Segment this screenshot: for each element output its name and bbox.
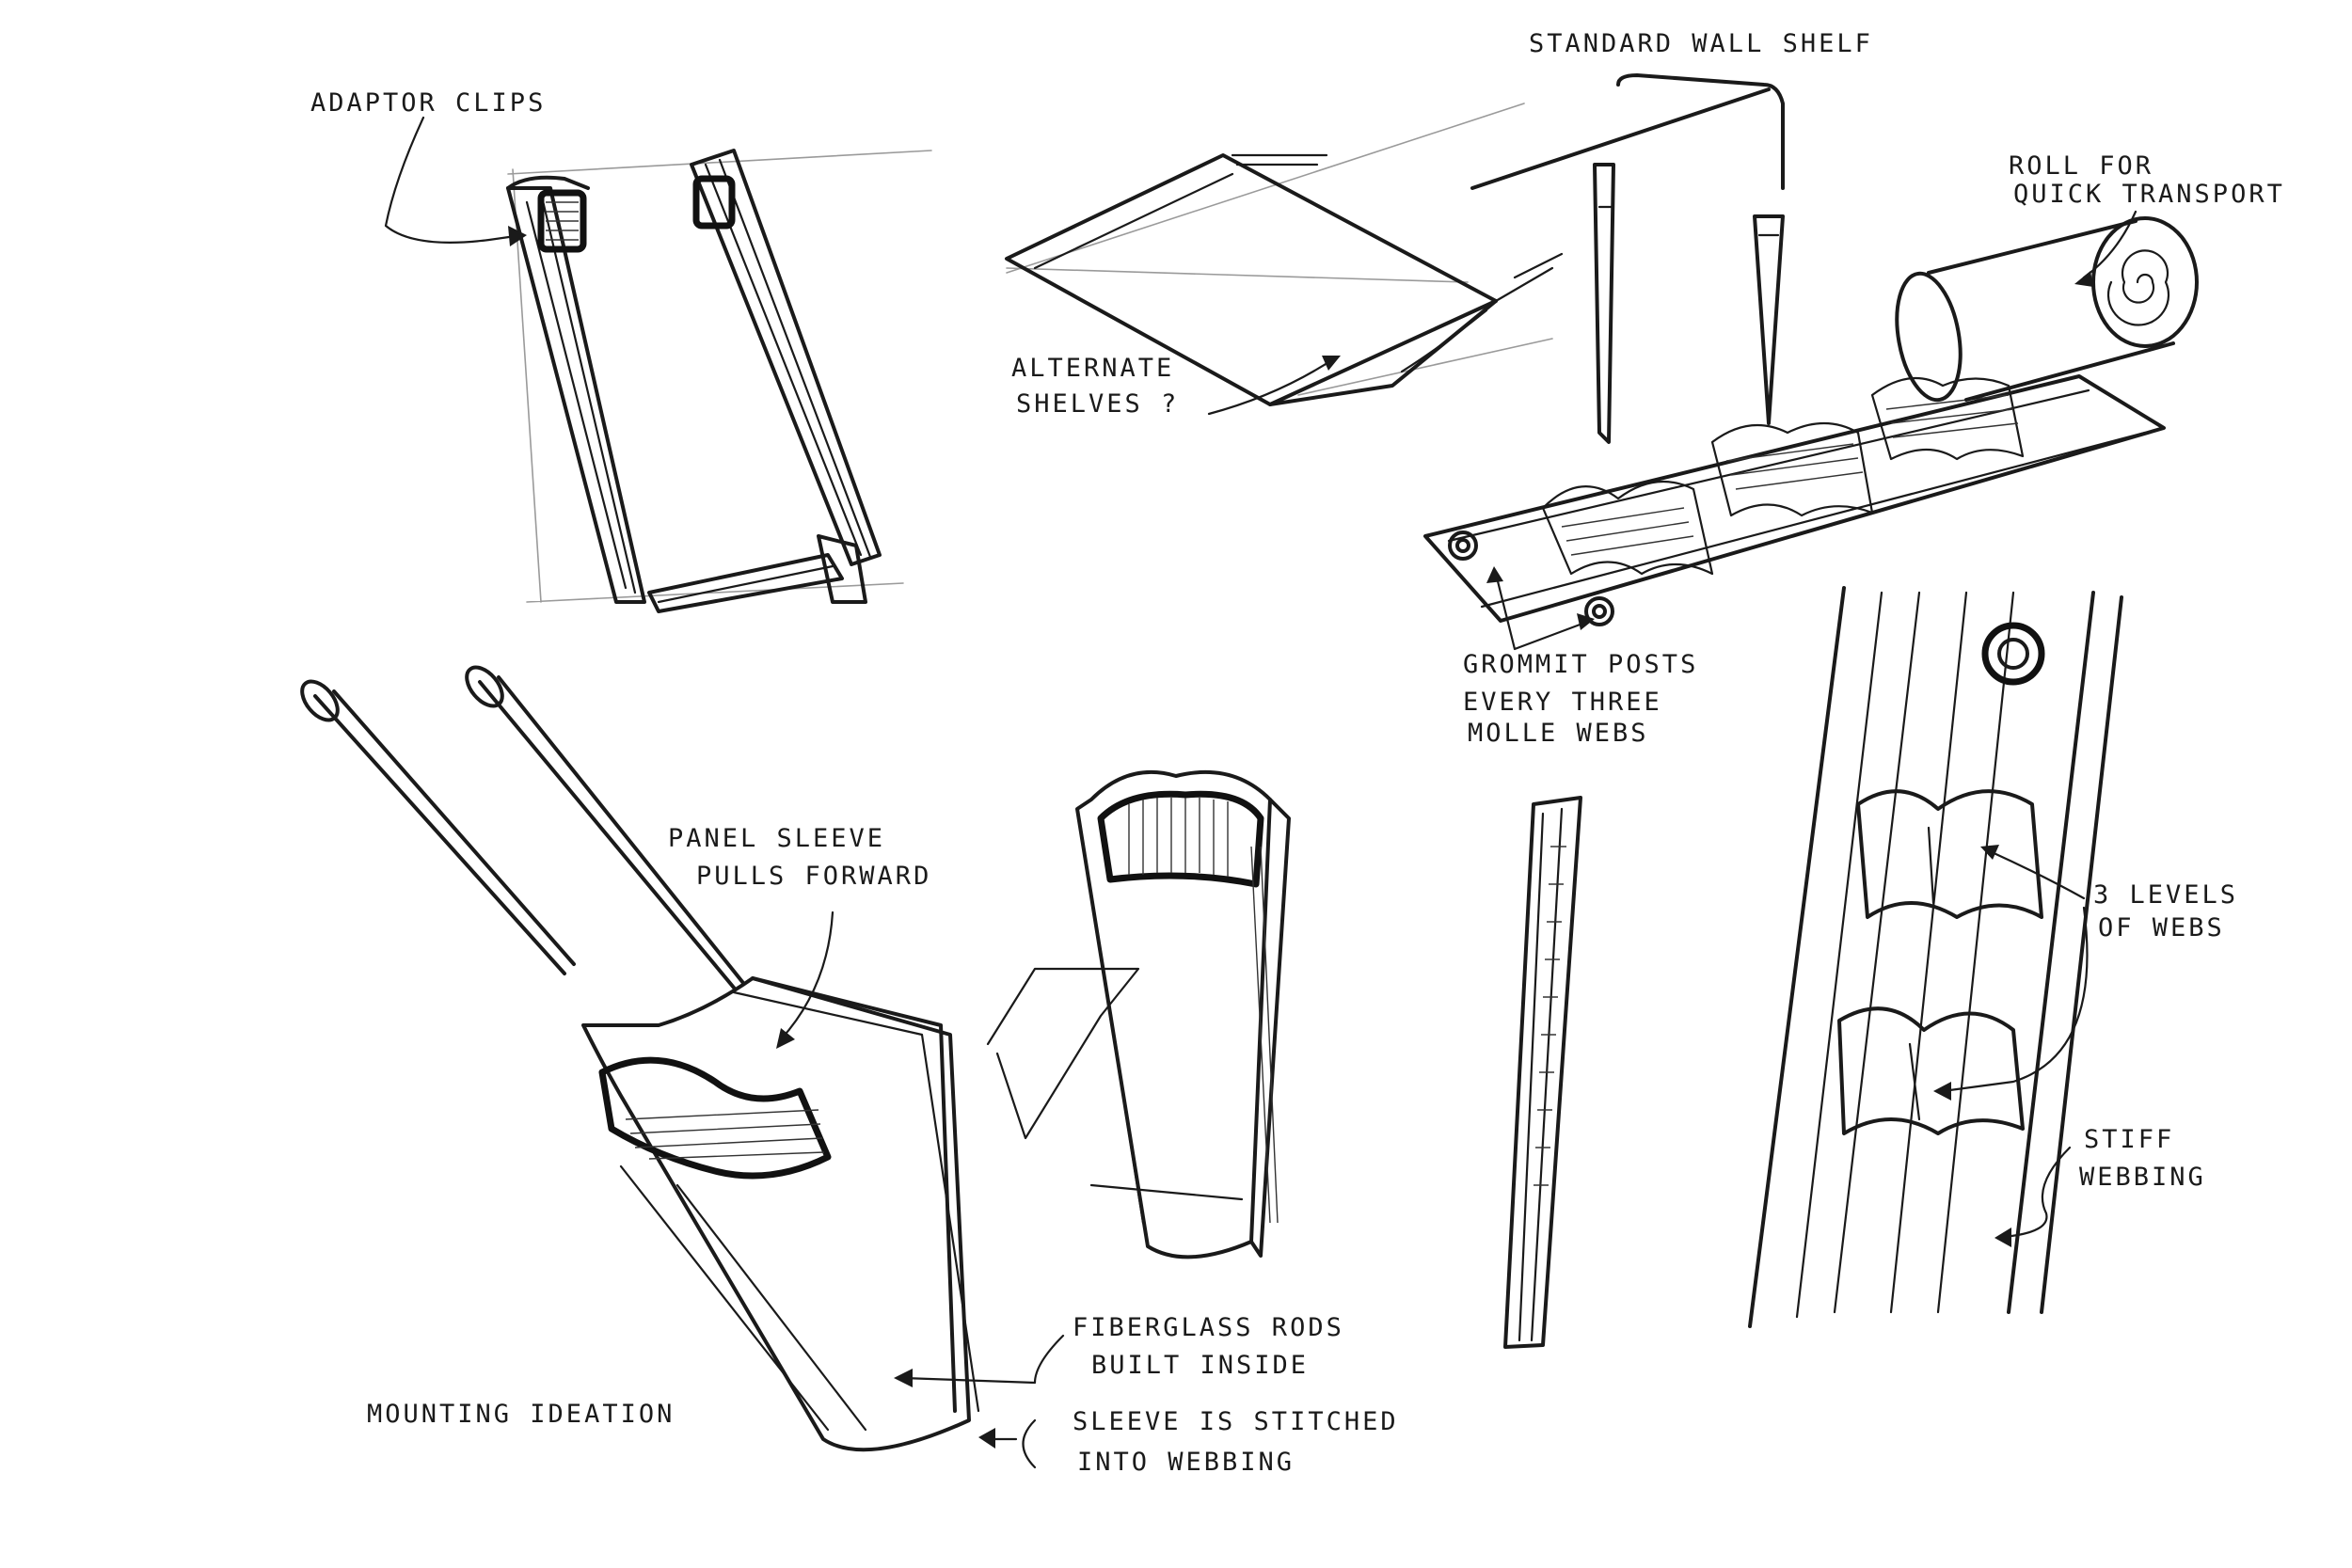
alternate-shelves-arrow xyxy=(1322,356,1341,371)
three-levels-arrow-2 xyxy=(1933,1082,1951,1101)
grommet-posts-arrow-2 xyxy=(1577,613,1595,630)
sleeve-stitched-label-line2: INTO WEBBING xyxy=(1077,1448,1295,1477)
panel-sleeve-arrow xyxy=(776,1028,795,1049)
grommet-posts-arrow-1 xyxy=(1486,566,1503,583)
panel-sleeve-label-line2: PULLS FORWARD xyxy=(696,862,931,891)
alternate-shelves-leader xyxy=(1207,356,1338,416)
fiberglass-rods-label-line1: FIBERGLASS RODS xyxy=(1073,1313,1344,1342)
fiberglass-rods-arrow xyxy=(894,1369,913,1387)
stiff-webbing-arrow xyxy=(1994,1227,2011,1247)
panel-sleeve-sketch xyxy=(300,665,980,1452)
side-strap-sketch xyxy=(1503,796,1582,1349)
adaptor-clips-arrow xyxy=(508,226,527,246)
fiberglass-rods-leader xyxy=(901,1334,1065,1385)
three-levels-arrow-1 xyxy=(1980,845,1999,860)
grommet-posts-label-line3: MOLLE WEBS xyxy=(1468,719,1649,748)
adaptor-clips-leader xyxy=(384,116,524,244)
alternate-shelves-label-line2: SHELVES ? xyxy=(1016,389,1179,419)
grommet-posts-label-line2: EVERY THREE xyxy=(1463,688,1662,717)
rolled-mat-sketch xyxy=(1423,216,2199,626)
stiff-webbing-leader xyxy=(2002,1146,2072,1239)
wall-shelf-sketch xyxy=(1005,73,1785,444)
standard-wall-shelf-label: STANDARD WALL SHELF xyxy=(1529,29,1873,58)
sleeve-stitched-arrow xyxy=(978,1428,995,1449)
webbing-closeup-sketch xyxy=(1748,586,2123,1328)
adaptor-clip-frame-sketch xyxy=(506,149,932,613)
stiff-webbing-label-line2: WEBBING xyxy=(2079,1163,2206,1192)
adaptor-clips-label: ADAPTOR CLIPS xyxy=(310,88,546,118)
panel-sleeve-leader xyxy=(779,911,834,1041)
three-levels-leader xyxy=(1941,849,2089,1093)
alternate-shelves-label-line1: ALTERNATE xyxy=(1011,354,1174,383)
grommet-posts-label-line1: GROMMIT POSTS xyxy=(1463,650,1698,679)
grommet-posts-leader xyxy=(1494,572,1592,651)
sleeve-stitched-label-line1: SLEEVE IS STITCHED xyxy=(1073,1407,1399,1436)
roll-transport-arrow xyxy=(2074,271,2093,287)
upright-sleeve-sketch xyxy=(986,769,1291,1259)
fiberglass-rods-label-line2: BUILT INSIDE xyxy=(1091,1351,1309,1380)
panel-sleeve-label-line1: PANEL SLEEVE xyxy=(668,824,885,853)
roll-transport-label-line2: QUICK TRANSPORT xyxy=(2013,180,2285,209)
mounting-ideation-label: MOUNTING IDEATION xyxy=(367,1400,675,1429)
three-levels-label-line1: 3 LEVELS xyxy=(2093,880,2238,910)
three-levels-label-line2: OF WEBS xyxy=(2098,913,2225,942)
roll-transport-label-line1: ROLL FOR xyxy=(2009,151,2153,181)
stiff-webbing-label-line1: STIFF xyxy=(2084,1125,2174,1154)
